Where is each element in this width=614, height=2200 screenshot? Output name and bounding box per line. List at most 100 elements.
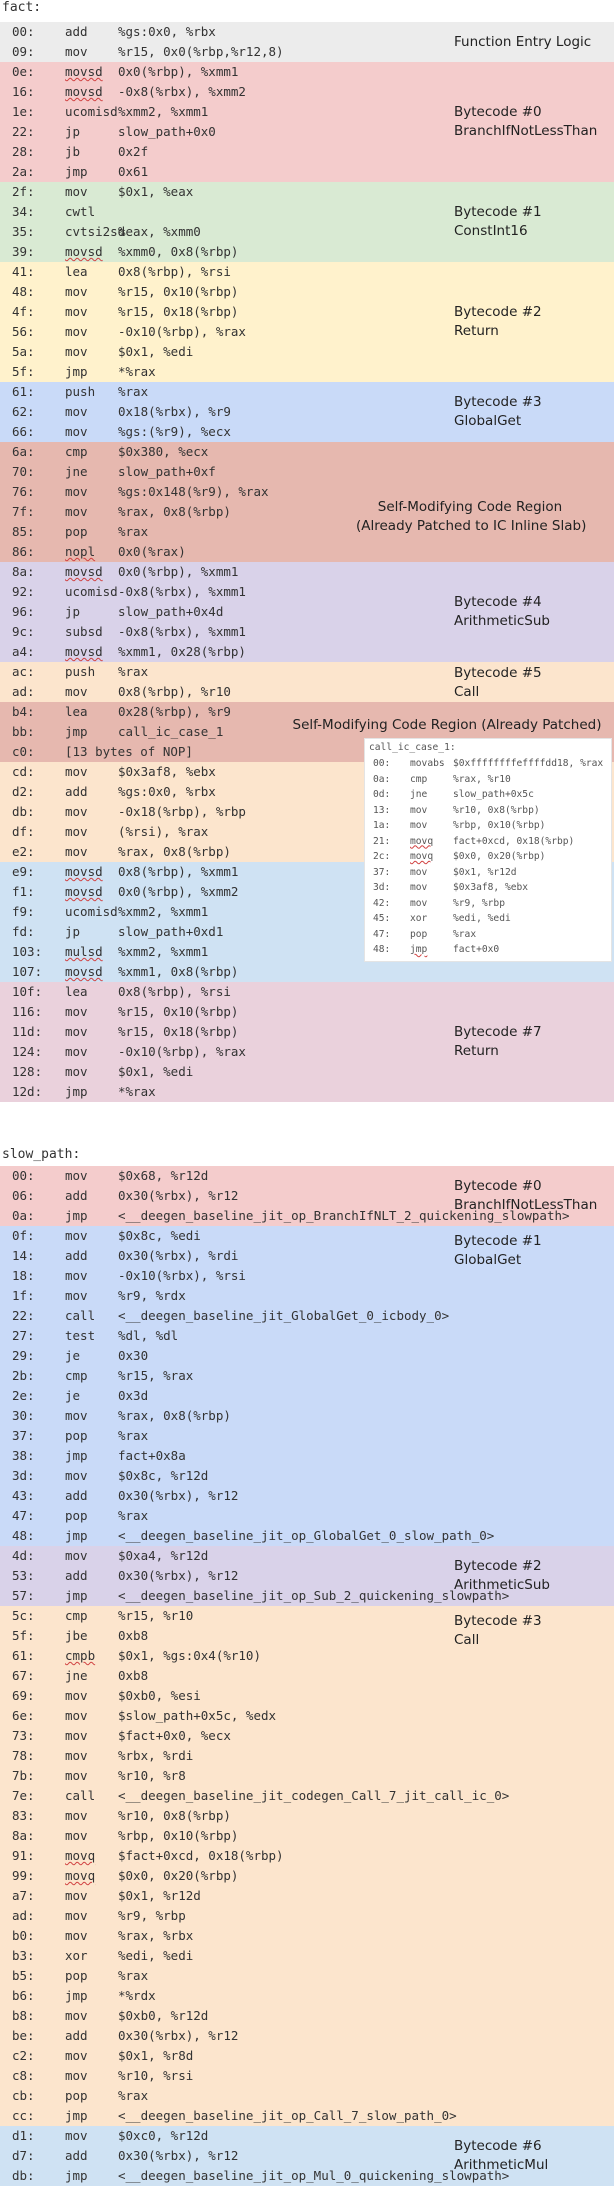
instruction-row: 30:mov%rax, 0x8(%rbp) xyxy=(0,1406,614,1426)
instruction-opcode: jmp xyxy=(65,1084,88,1099)
instruction-offset: b0: xyxy=(12,1928,35,1943)
instruction-opcode: mov xyxy=(65,1728,88,1743)
instruction-row: cc:jmp<__deegen_baseline_jit_op_Call_7_s… xyxy=(0,2106,614,2126)
instruction-row: 57:jmp<__deegen_baseline_jit_op_Sub_2_qu… xyxy=(0,1586,614,1606)
instruction-opcode: cvtsi2sd xyxy=(65,224,126,239)
instruction-operands: slow_path+0x0 xyxy=(118,124,216,139)
instruction-offset: 96: xyxy=(12,604,35,619)
instruction-offset: 7e: xyxy=(12,1788,35,1803)
instruction-offset: 86: xyxy=(12,544,35,559)
instruction-operands: $0x0, 0x20(%rbp) xyxy=(453,851,546,862)
instruction-operands: *%rax xyxy=(118,1084,156,1099)
instruction-operands: -0x8(%rbx), %xmm2 xyxy=(118,84,246,99)
instruction-opcode: push xyxy=(65,384,96,399)
instruction-opcode: call xyxy=(65,1788,96,1803)
instruction-operands: %rax, %r10 xyxy=(453,773,511,785)
instruction-offset: 107: xyxy=(12,964,43,979)
instruction-row: 69:mov$0xb0, %esi xyxy=(0,1686,614,1706)
instruction-offset: 0d: xyxy=(373,789,391,800)
instruction-opcode: jmp xyxy=(65,1208,88,1223)
instruction-opcode: mov xyxy=(65,824,88,839)
instruction-opcode: mov xyxy=(65,184,88,199)
instruction-row: 92:ucomisd-0x8(%rbx), %xmm1 xyxy=(0,582,614,602)
instruction-opcode: ucomisd xyxy=(65,904,118,919)
bytecode-label: Bytecode #3 GlobalGet xyxy=(454,394,542,429)
instruction-opcode: cwtl xyxy=(65,204,96,219)
instruction-offset: 42: xyxy=(373,897,391,909)
instruction-row: b8:mov$0xb0, %r12d xyxy=(0,2006,614,2026)
instruction-operands: %xmm2, %xmm1 xyxy=(118,904,209,919)
instruction-opcode: mov xyxy=(65,1688,88,1703)
instruction-operands: %r10, 0x8(%rbp) xyxy=(118,1808,231,1823)
instruction-row: 09:mov%r15, 0x0(%rbp,%r12,8) xyxy=(0,42,614,62)
instruction-offset: cc: xyxy=(12,2108,35,2123)
instruction-opcode: mov xyxy=(65,1168,88,1183)
instruction-offset: 06: xyxy=(12,1188,35,1203)
instruction-operands: -0x10(%rbx), %rsi xyxy=(118,1268,246,1283)
instruction-offset: 8a: xyxy=(12,1828,35,1843)
instruction-offset: 1e: xyxy=(12,104,35,119)
instruction-offset: 0a: xyxy=(12,1208,35,1223)
instruction-opcode: mov xyxy=(65,1228,88,1243)
instruction-opcode: mov xyxy=(65,1708,88,1723)
instruction-operands: -0x8(%rbx), %xmm1 xyxy=(118,584,246,599)
instruction-opcode: add xyxy=(65,1568,88,1583)
instruction-offset: 2f: xyxy=(12,184,35,199)
instruction-opcode: add xyxy=(65,2028,88,2043)
instruction-offset: be: xyxy=(12,2028,35,2043)
instruction-operands: $0x1, %r12d xyxy=(453,866,517,878)
instruction-offset: 0e: xyxy=(12,64,35,79)
instruction-offset: 47: xyxy=(373,928,391,940)
instruction-offset: db: xyxy=(12,804,35,819)
instruction-operands: %xmm1, 0x28(%rbp) xyxy=(118,644,246,659)
instruction-operands: %rax xyxy=(118,2088,149,2103)
instruction-opcode: jb xyxy=(65,144,81,159)
instruction-offset: 12d: xyxy=(12,1084,43,1099)
instruction-offset: 67: xyxy=(12,1668,35,1683)
instruction-offset: 1a: xyxy=(373,820,391,831)
instruction-opcode: xor xyxy=(410,913,428,924)
smc-region-annotation: Self-Modifying Code Region (Already Patc… xyxy=(292,717,602,733)
instruction-row: 48:mov%r15, 0x10(%rbp) xyxy=(0,282,614,302)
instruction-operands: $0xc0, %r12d xyxy=(118,2128,209,2143)
instruction-operands: %eax, %xmm0 xyxy=(118,224,201,239)
instruction-row: b3:xor%edi, %edi xyxy=(0,1946,614,1966)
instruction-opcode: movsd xyxy=(65,564,103,579)
instruction-operands: <__deegen_baseline_jit_GlobalGet_0_icbod… xyxy=(118,1308,450,1323)
instruction-opcode: cmpb xyxy=(65,1648,96,1663)
instruction-row: c0:[13 bytes of NOP] xyxy=(0,742,614,762)
instruction-offset: 10f: xyxy=(12,984,43,999)
instruction-operands: %rbx, %rdi xyxy=(118,1748,194,1763)
instruction-offset: b4: xyxy=(12,704,35,719)
instruction-opcode: mov xyxy=(65,424,88,439)
instruction-opcode: movsd xyxy=(65,964,103,979)
instruction-opcode: jmp xyxy=(65,164,88,179)
instruction-opcode: cmp xyxy=(65,1608,88,1623)
instruction-opcode: mov xyxy=(65,2068,88,2083)
instruction-row: 12d: jmp *%rax xyxy=(0,1082,614,1102)
instruction-offset: 47: xyxy=(12,1508,35,1523)
instruction-operands: $0x68, %r12d xyxy=(118,1168,209,1183)
instruction-row: 11d:mov%r15, 0x18(%rbp) xyxy=(0,1022,614,1042)
instruction-offset: b8: xyxy=(12,2008,35,2023)
instruction-opcode: pop xyxy=(65,1428,88,1443)
instruction-operands: fact+0x0 xyxy=(453,944,500,955)
instruction-opcode: jne xyxy=(65,1668,88,1683)
instruction-operands: $0x3af8, %ebx xyxy=(453,882,529,893)
instruction-offset: 29: xyxy=(12,1348,35,1363)
instruction-operands: slow_path+0xf xyxy=(118,464,216,479)
instruction-operands: %gs:0x0, %rbx xyxy=(118,24,216,39)
